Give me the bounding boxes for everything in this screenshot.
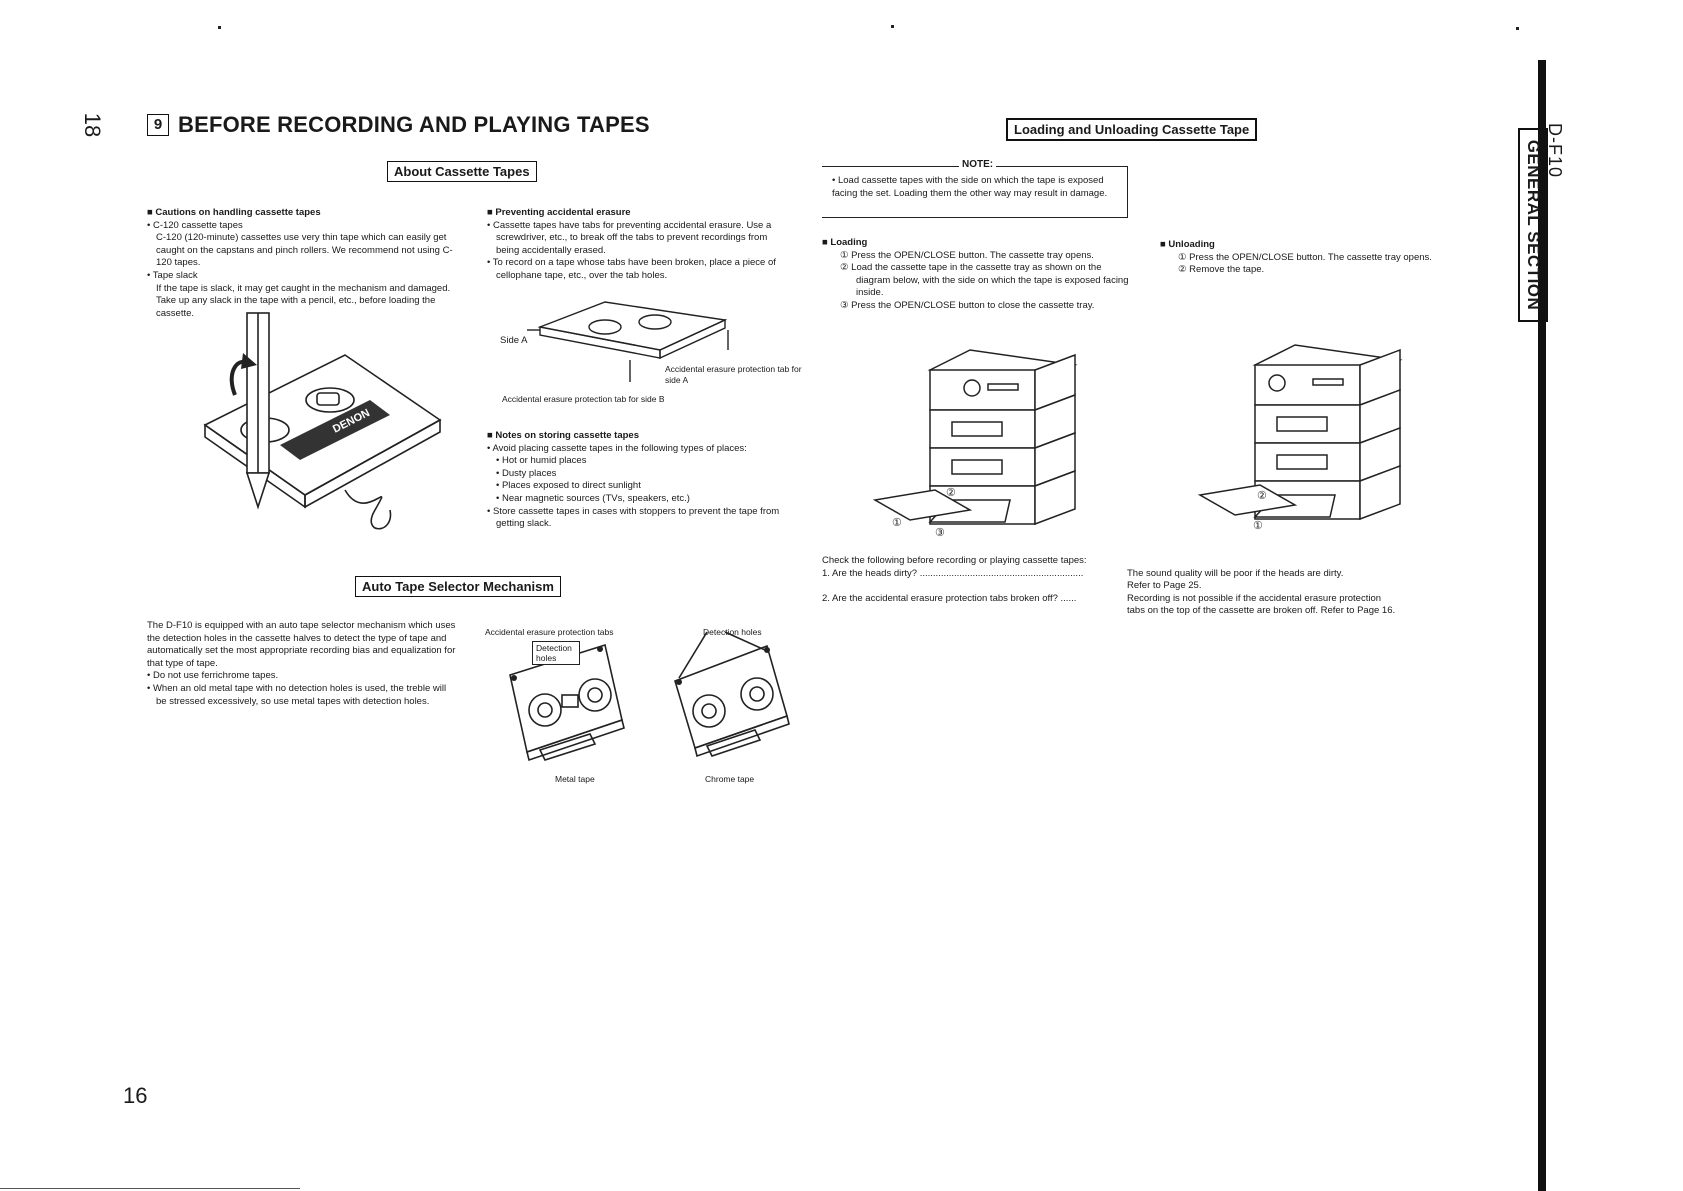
- auto-tape-selector-header: Auto Tape Selector Mechanism: [355, 576, 561, 597]
- scan-speck: [218, 26, 221, 29]
- loading-heading: ■ Loading: [822, 237, 868, 248]
- tab-side-b-label: Accidental erasure protection tab for si…: [502, 394, 665, 404]
- detection-holes-label: Detection holes: [703, 627, 762, 637]
- preventing-section: ■ Preventing accidental erasure • Casset…: [487, 207, 792, 283]
- preventing-heading: ■ Preventing accidental erasure: [487, 207, 631, 218]
- side-a-label: Side A: [500, 335, 528, 346]
- caution-item-title: • Tape slack: [147, 269, 198, 281]
- pencil-cassette-illustration: DENON: [203, 312, 442, 530]
- section-number-box: 9: [147, 114, 169, 136]
- bottom-edge-line: [0, 1188, 300, 1189]
- about-cassette-tapes-header: About Cassette Tapes: [387, 161, 537, 182]
- unloading-step: ① Press the OPEN/CLOSE button. The casse…: [1178, 251, 1432, 263]
- cautions-heading: ■ Cautions on handling cassette tapes: [147, 207, 321, 218]
- page-title: 9 BEFORE RECORDING AND PLAYING TAPES: [147, 112, 650, 138]
- denon-label: DENON: [280, 400, 390, 460]
- cautions-section: ■ Cautions on handling cassette tapes • …: [147, 207, 457, 320]
- check-answer: The sound quality will be poor if the he…: [1127, 567, 1344, 579]
- stereo-stack-unloading-illustration: ①②: [1197, 344, 1403, 532]
- unloading-section: ■ Unloading ① Press the OPEN/CLOSE butto…: [1160, 239, 1475, 277]
- main-title: BEFORE RECORDING AND PLAYING TAPES: [178, 112, 650, 137]
- check-section: Check the following before recording or …: [822, 555, 1472, 618]
- svg-text:①: ①: [892, 517, 902, 529]
- page-number: 16: [123, 1083, 148, 1108]
- svg-text:②: ②: [1257, 490, 1267, 502]
- svg-text:①: ①: [1253, 520, 1263, 532]
- caution-item-body: C-120 (120-minute) cassettes use very th…: [156, 232, 453, 269]
- notes-place: • Places exposed to direct sunlight: [496, 480, 641, 492]
- unloading-heading: ■ Unloading: [1160, 239, 1215, 250]
- section-tab: GENERAL SECTION: [1518, 128, 1548, 322]
- chrome-tape-cassette: [674, 631, 790, 758]
- check-question: 1. Are the heads dirty? ................…: [822, 567, 1084, 579]
- auto-selector-description: The D-F10 is equipped with an auto tape …: [147, 620, 456, 669]
- notes-heading: ■ Notes on storing cassette tapes: [487, 430, 639, 441]
- loading-step: ① Press the OPEN/CLOSE button. The casse…: [840, 249, 1094, 261]
- stereo-stack-loading-illustration: ① ③ ②: [872, 349, 1078, 539]
- erasure-tab-diagram: [527, 301, 729, 382]
- check-row: 2. Are the accidental erasure protection…: [822, 593, 1472, 606]
- scan-speck: [1516, 27, 1519, 30]
- loading-step: ② Load the cassette tape in the cassette…: [840, 262, 1129, 299]
- margin-page-number: 18: [80, 112, 106, 138]
- note-title: NOTE:: [959, 159, 997, 170]
- scan-speck: [891, 25, 894, 28]
- right-edge-bar: [1538, 60, 1546, 1191]
- chrome-tape-caption: Chrome tape: [705, 774, 755, 784]
- auto-selector-text: The D-F10 is equipped with an auto tape …: [147, 620, 457, 708]
- auto-selector-bullet: • Do not use ferrichrome tapes.: [147, 670, 279, 682]
- loading-section: ■ Loading ① Press the OPEN/CLOSE button.…: [822, 237, 1132, 313]
- check-question: 2. Are the accidental erasure protection…: [822, 592, 1077, 604]
- svg-text:②: ②: [946, 487, 956, 499]
- metal-tape-caption: Metal tape: [555, 774, 595, 784]
- note-box: NOTE: • Load cassette tapes with the sid…: [822, 159, 1128, 218]
- caution-item-title: • C-120 cassette tapes: [147, 219, 243, 231]
- pencil: [245, 312, 271, 510]
- auto-selector-bullet: • When an old metal tape with no detecti…: [147, 682, 447, 707]
- note-text: • Load cassette tapes with the side on w…: [832, 175, 1108, 199]
- preventing-item: • Cassette tapes have tabs for preventin…: [487, 219, 772, 256]
- caution-item-body: If the tape is slack, it may get caught …: [156, 282, 451, 319]
- tab-side-a-label: Accidental erasure protection tab for si…: [665, 364, 802, 385]
- tabs-label: Accidental erasure protection tabs: [485, 627, 614, 637]
- unloading-step: ② Remove the tape.: [1178, 264, 1265, 276]
- check-intro: Check the following before recording or …: [822, 555, 1087, 566]
- check-answer: Recording is not possible if the acciden…: [1127, 592, 1382, 604]
- notes-section: ■ Notes on storing cassette tapes • Avoi…: [487, 430, 797, 531]
- svg-text:③: ③: [935, 527, 945, 539]
- notes-place: • Hot or humid places: [496, 455, 587, 467]
- notes-intro: • Avoid placing cassette tapes in the fo…: [487, 442, 747, 454]
- notes-place: • Dusty places: [496, 467, 557, 479]
- detection-holes-inner-label: Detection holes: [532, 641, 580, 665]
- loading-header: Loading and Unloading Cassette Tape: [1006, 118, 1258, 141]
- loading-step: ③ Press the OPEN/CLOSE button to close t…: [840, 299, 1095, 311]
- notes-place: • Near magnetic sources (TVs, speakers, …: [496, 492, 690, 504]
- check-answer-cont: tabs on the top of the cassette are brok…: [1127, 605, 1396, 617]
- preventing-item: • To record on a tape whose tabs have be…: [487, 257, 776, 281]
- check-answer-cont: Refer to Page 25.: [1127, 580, 1202, 592]
- notes-store: • Store cassette tapes in cases with sto…: [487, 505, 780, 530]
- check-row: 1. Are the heads dirty? ................…: [822, 568, 1472, 581]
